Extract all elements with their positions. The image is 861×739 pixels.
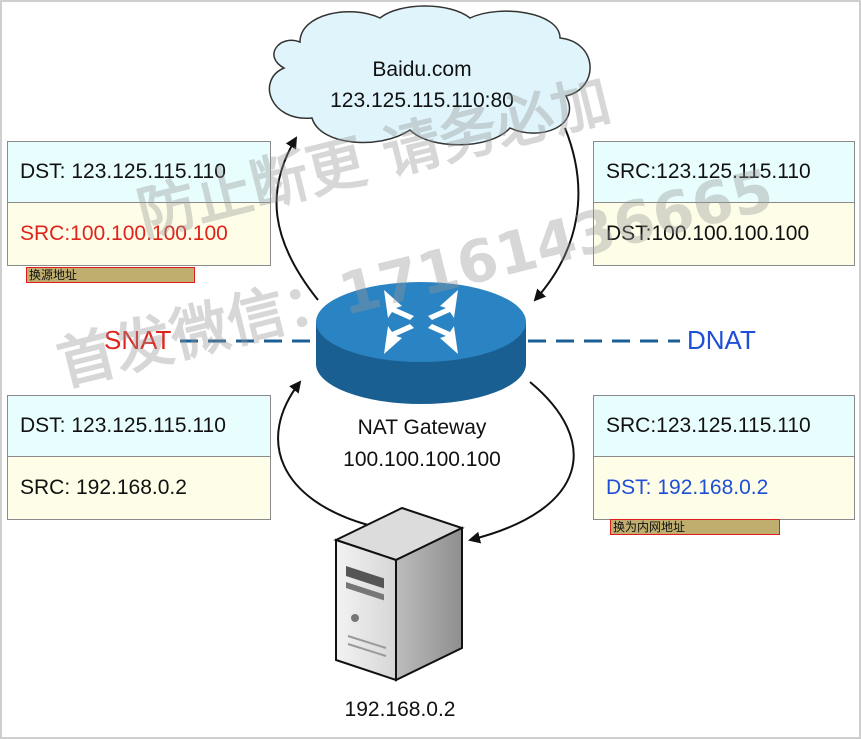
- packet-dst: DST: 123.125.115.110: [8, 396, 270, 457]
- dnat-label: DNAT: [687, 325, 756, 355]
- packet-src: SRC:123.125.115.110: [594, 142, 854, 203]
- annotation-tag-snat: 换源地址: [26, 267, 195, 283]
- router-icon: [316, 282, 526, 404]
- arrow-gateway-to-server: [468, 381, 575, 544]
- gateway-label-name: NAT Gateway: [357, 416, 487, 439]
- packet-dst: DST: 123.125.115.110: [8, 142, 270, 203]
- packet-box-bottom-left: DST: 123.125.115.110 SRC: 192.168.0.2: [7, 395, 271, 520]
- packet-dst: DST:100.100.100.100: [594, 203, 854, 265]
- packet-src: SRC: 192.168.0.2: [8, 457, 270, 519]
- arrow-gateway-to-cloud: [275, 136, 319, 301]
- server-icon: [333, 506, 465, 682]
- snat-label: SNAT: [104, 325, 172, 355]
- packet-box-bottom-right: SRC:123.125.115.110 DST: 192.168.0.2: [593, 395, 855, 520]
- gateway-label-ip: 100.100.100.100: [343, 448, 501, 471]
- cloud-label-address: 123.125.115.110:80: [330, 89, 514, 112]
- cloud-label-domain: Baidu.com: [372, 58, 472, 81]
- packet-box-top-right: SRC:123.125.115.110 DST:100.100.100.100: [593, 141, 855, 266]
- server-label-ip: 192.168.0.2: [344, 698, 456, 721]
- packet-src: SRC:100.100.100.100: [8, 203, 270, 265]
- arrow-server-to-gateway: [277, 380, 369, 526]
- annotation-tag-dnat: 换为内网地址: [610, 519, 780, 535]
- packet-box-top-left: DST: 123.125.115.110 SRC:100.100.100.100: [7, 141, 271, 266]
- cloud-icon: [268, 5, 591, 146]
- packet-dst: DST: 192.168.0.2: [594, 457, 854, 519]
- arrow-cloud-to-gateway: [533, 127, 580, 302]
- packet-src: SRC:123.125.115.110: [594, 396, 854, 457]
